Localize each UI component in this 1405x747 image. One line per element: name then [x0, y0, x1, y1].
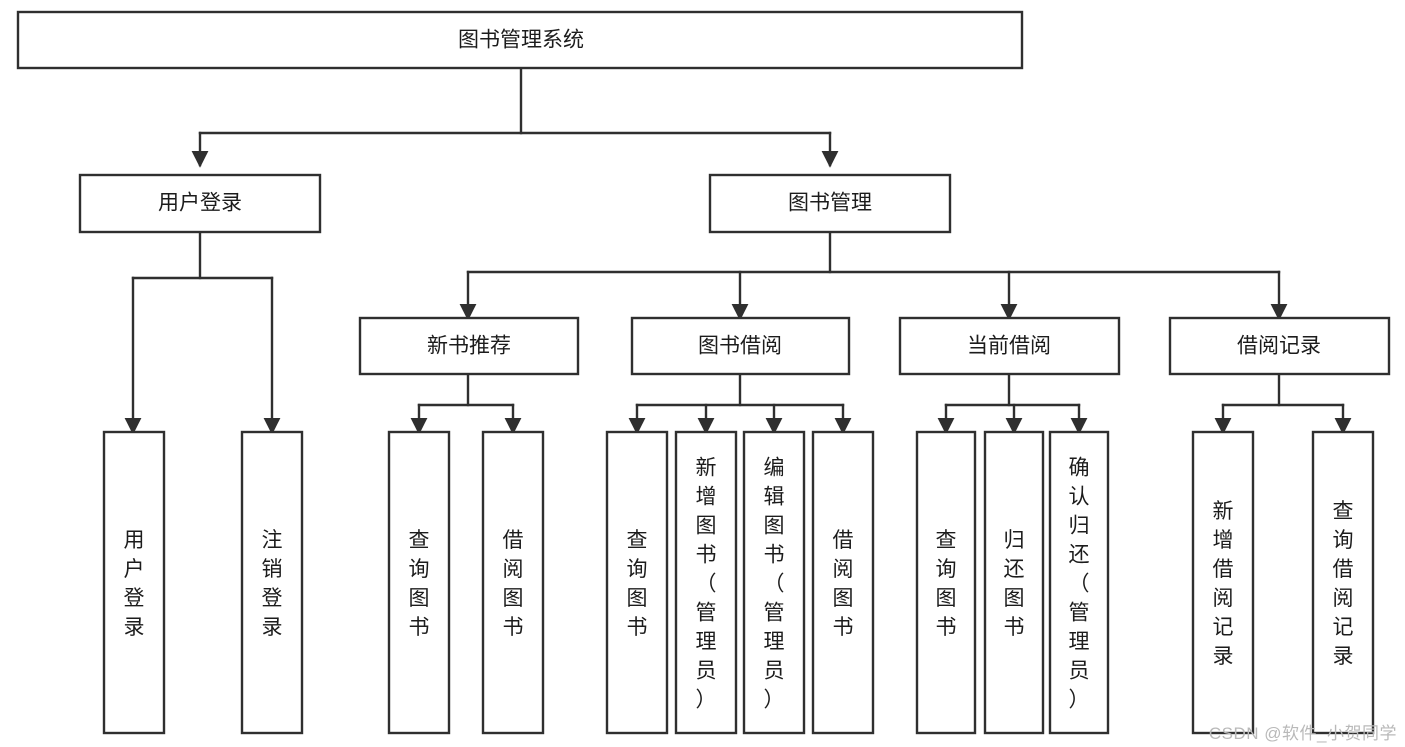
leaf-node[interactable]: 借阅图书 [811, 430, 875, 735]
leaf-node-box[interactable] [983, 430, 1045, 735]
leaf-node-box[interactable] [742, 430, 806, 735]
leaf-node[interactable]: 编辑图书（管理员） [742, 430, 806, 735]
node-borrow-record-label: 借阅记录 [1237, 335, 1321, 358]
leaf-node[interactable]: 查询图书 [605, 430, 669, 735]
node-user-login-label: 用户登录 [158, 192, 242, 215]
node-borrow-record[interactable]: 借阅记录 [1168, 316, 1391, 376]
leaf-node-box[interactable] [1191, 430, 1255, 735]
leaf-node-layer: 用户登录 注销登录 查询图书 借阅图书 查询图书 新增图书（管理员） 编辑图书（管理员） 借阅… [102, 430, 1375, 735]
leaf-node-label: 借阅图书 [833, 529, 854, 639]
leaf-node-label: 归还图书 [1004, 529, 1025, 639]
leaf-node[interactable]: 归还图书 [983, 430, 1045, 735]
leaf-node-box[interactable] [674, 430, 738, 735]
node-current-borrow-box[interactable] [898, 316, 1121, 376]
leaf-node-label: 查询图书 [627, 529, 648, 639]
leaf-node-label: 查询借阅记录 [1333, 500, 1354, 668]
leaf-node[interactable]: 注销登录 [240, 430, 304, 735]
node-book-borrow-box[interactable] [630, 316, 851, 376]
leaf-node-box[interactable] [811, 430, 875, 735]
leaf-node-box[interactable] [605, 430, 669, 735]
node-root-label: 图书管理系统 [458, 29, 584, 52]
node-new-book-label: 新书推荐 [427, 335, 511, 358]
node-root-box[interactable] [16, 10, 1024, 70]
leaf-node-label: 编辑图书（管理员） [764, 457, 785, 712]
leaf-node[interactable]: 查询借阅记录 [1311, 430, 1375, 735]
leaf-node[interactable]: 确认归还（管理员） [1048, 430, 1110, 735]
leaf-node-label: 新增借阅记录 [1213, 500, 1234, 668]
node-borrow-record-box[interactable] [1168, 316, 1391, 376]
node-book-manage[interactable]: 图书管理 [708, 173, 952, 234]
leaf-node-box[interactable] [1048, 430, 1110, 735]
leaf-node-box[interactable] [481, 430, 545, 735]
leaf-node-label: 注销登录 [262, 529, 283, 639]
leaf-node-label: 新增图书（管理员） [696, 457, 717, 712]
node-current-borrow[interactable]: 当前借阅 [898, 316, 1121, 376]
leaf-node-label: 查询图书 [409, 529, 430, 639]
node-user-login[interactable]: 用户登录 [78, 173, 322, 234]
node-new-book[interactable]: 新书推荐 [358, 316, 580, 376]
leaf-node-box[interactable] [102, 430, 166, 735]
leaf-node-box[interactable] [915, 430, 977, 735]
node-book-borrow-label: 图书借阅 [698, 335, 782, 358]
connector-group [124, 66, 1352, 435]
node-new-book-box[interactable] [358, 316, 580, 376]
leaf-node[interactable]: 新增借阅记录 [1191, 430, 1255, 735]
leaf-node[interactable]: 查询图书 [387, 430, 451, 735]
leaf-node[interactable]: 用户登录 [102, 430, 166, 735]
leaf-node[interactable]: 新增图书（管理员） [674, 430, 738, 735]
leaf-node-label: 借阅图书 [503, 529, 524, 639]
node-book-manage-box[interactable] [708, 173, 952, 234]
node-book-borrow[interactable]: 图书借阅 [630, 316, 851, 376]
leaf-node-box[interactable] [1311, 430, 1375, 735]
csdn-watermark: CSDN @软件_小贺同学 [1208, 724, 1397, 743]
leaf-node-box[interactable] [240, 430, 304, 735]
node-user-login-box[interactable] [78, 173, 322, 234]
leaf-node-box[interactable] [387, 430, 451, 735]
leaf-node-label: 确认归还（管理员） [1069, 457, 1090, 712]
leaf-node-label: 用户登录 [124, 529, 145, 639]
node-current-borrow-label: 当前借阅 [967, 335, 1051, 358]
node-book-manage-label: 图书管理 [788, 192, 872, 215]
leaf-node[interactable]: 查询图书 [915, 430, 977, 735]
leaf-node-label: 查询图书 [936, 529, 957, 639]
node-root[interactable]: 图书管理系统 [16, 10, 1024, 70]
leaf-node[interactable]: 借阅图书 [481, 430, 545, 735]
